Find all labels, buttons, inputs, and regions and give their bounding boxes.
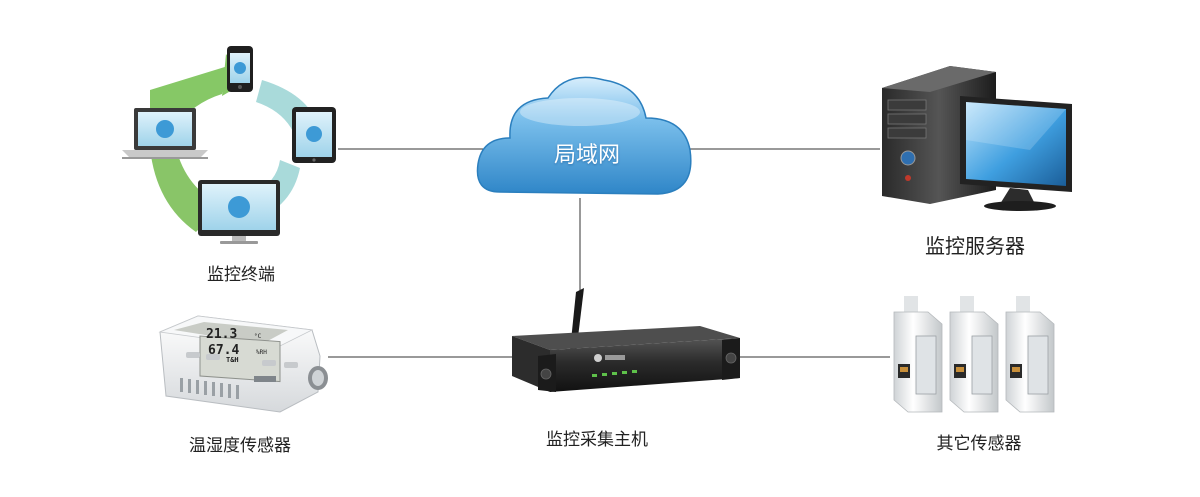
- th-brand: T&H: [226, 356, 239, 364]
- th-display-bottom: 67.4: [208, 343, 239, 358]
- th-display-text: 21.3 °C 67.4 %RH T&H: [206, 327, 267, 364]
- lan-label: 局域网: [553, 143, 621, 168]
- thermo-hygrometer-icon: [158, 315, 328, 413]
- cloud-icon: [476, 76, 692, 195]
- connection-lines: [328, 148, 890, 358]
- th-probe-icon: [308, 366, 328, 390]
- laptop-icon: [122, 108, 208, 159]
- sensor-unit-2: [949, 296, 999, 413]
- desktop-computer-icon: [882, 66, 1072, 211]
- th-display-top: 21.3: [206, 327, 237, 342]
- server-label: 监控服务器: [925, 234, 1025, 258]
- sensor-unit-1: [893, 296, 943, 413]
- rack-host-icon: [512, 288, 740, 392]
- tablet-icon: [292, 107, 336, 163]
- phone-icon: [227, 46, 253, 92]
- th-sensor-label: 温湿度传感器: [189, 436, 291, 456]
- sensor-unit-3: [1005, 296, 1055, 413]
- th-unit-c: °C: [254, 333, 262, 340]
- desktop-monitor-icon: [198, 180, 280, 244]
- sensor-probe-icon: [893, 296, 1055, 413]
- host-label: 监控采集主机: [546, 430, 648, 450]
- terminals-cluster: [122, 46, 336, 244]
- terminals-label: 监控终端: [207, 265, 275, 285]
- other-sensors-label: 其它传感器: [936, 434, 1022, 454]
- th-unit-rh: %RH: [256, 349, 267, 356]
